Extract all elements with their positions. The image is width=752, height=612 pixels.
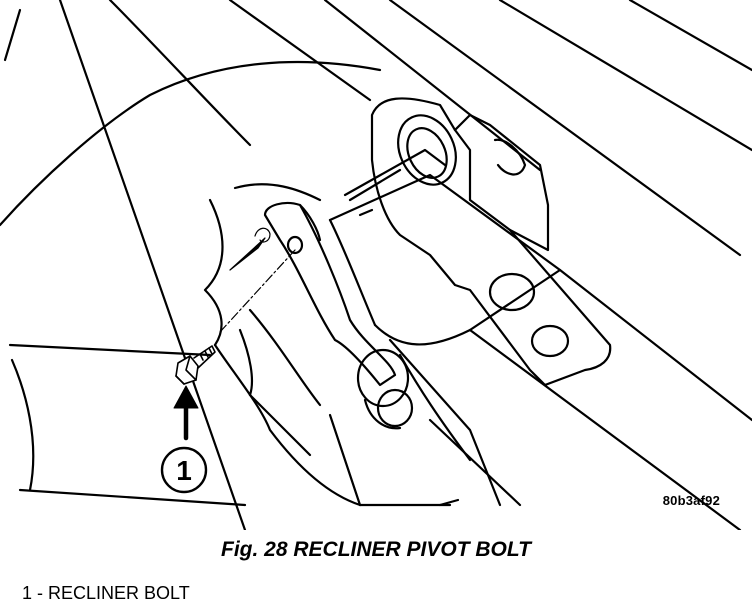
figure-caption: Fig. 28 RECLINER PIVOT BOLT <box>221 538 531 561</box>
image-code: 80b3af92 <box>662 493 720 508</box>
recliner-pivot-illustration: 1 <box>0 0 752 530</box>
callout-arrow <box>173 385 199 441</box>
seat-frame-rails <box>0 0 752 530</box>
callout-1: 1 <box>160 446 208 494</box>
legend-item: 1 - RECLINER BOLT <box>22 583 190 603</box>
recliner-bolt <box>175 345 216 385</box>
seat-bracket-body <box>203 183 460 507</box>
bolt-alignment-line <box>219 227 296 333</box>
pivot-link <box>263 201 414 430</box>
callout-number: 1 <box>176 455 192 486</box>
recliner-arm <box>348 97 612 387</box>
pivot-tube <box>328 148 752 530</box>
